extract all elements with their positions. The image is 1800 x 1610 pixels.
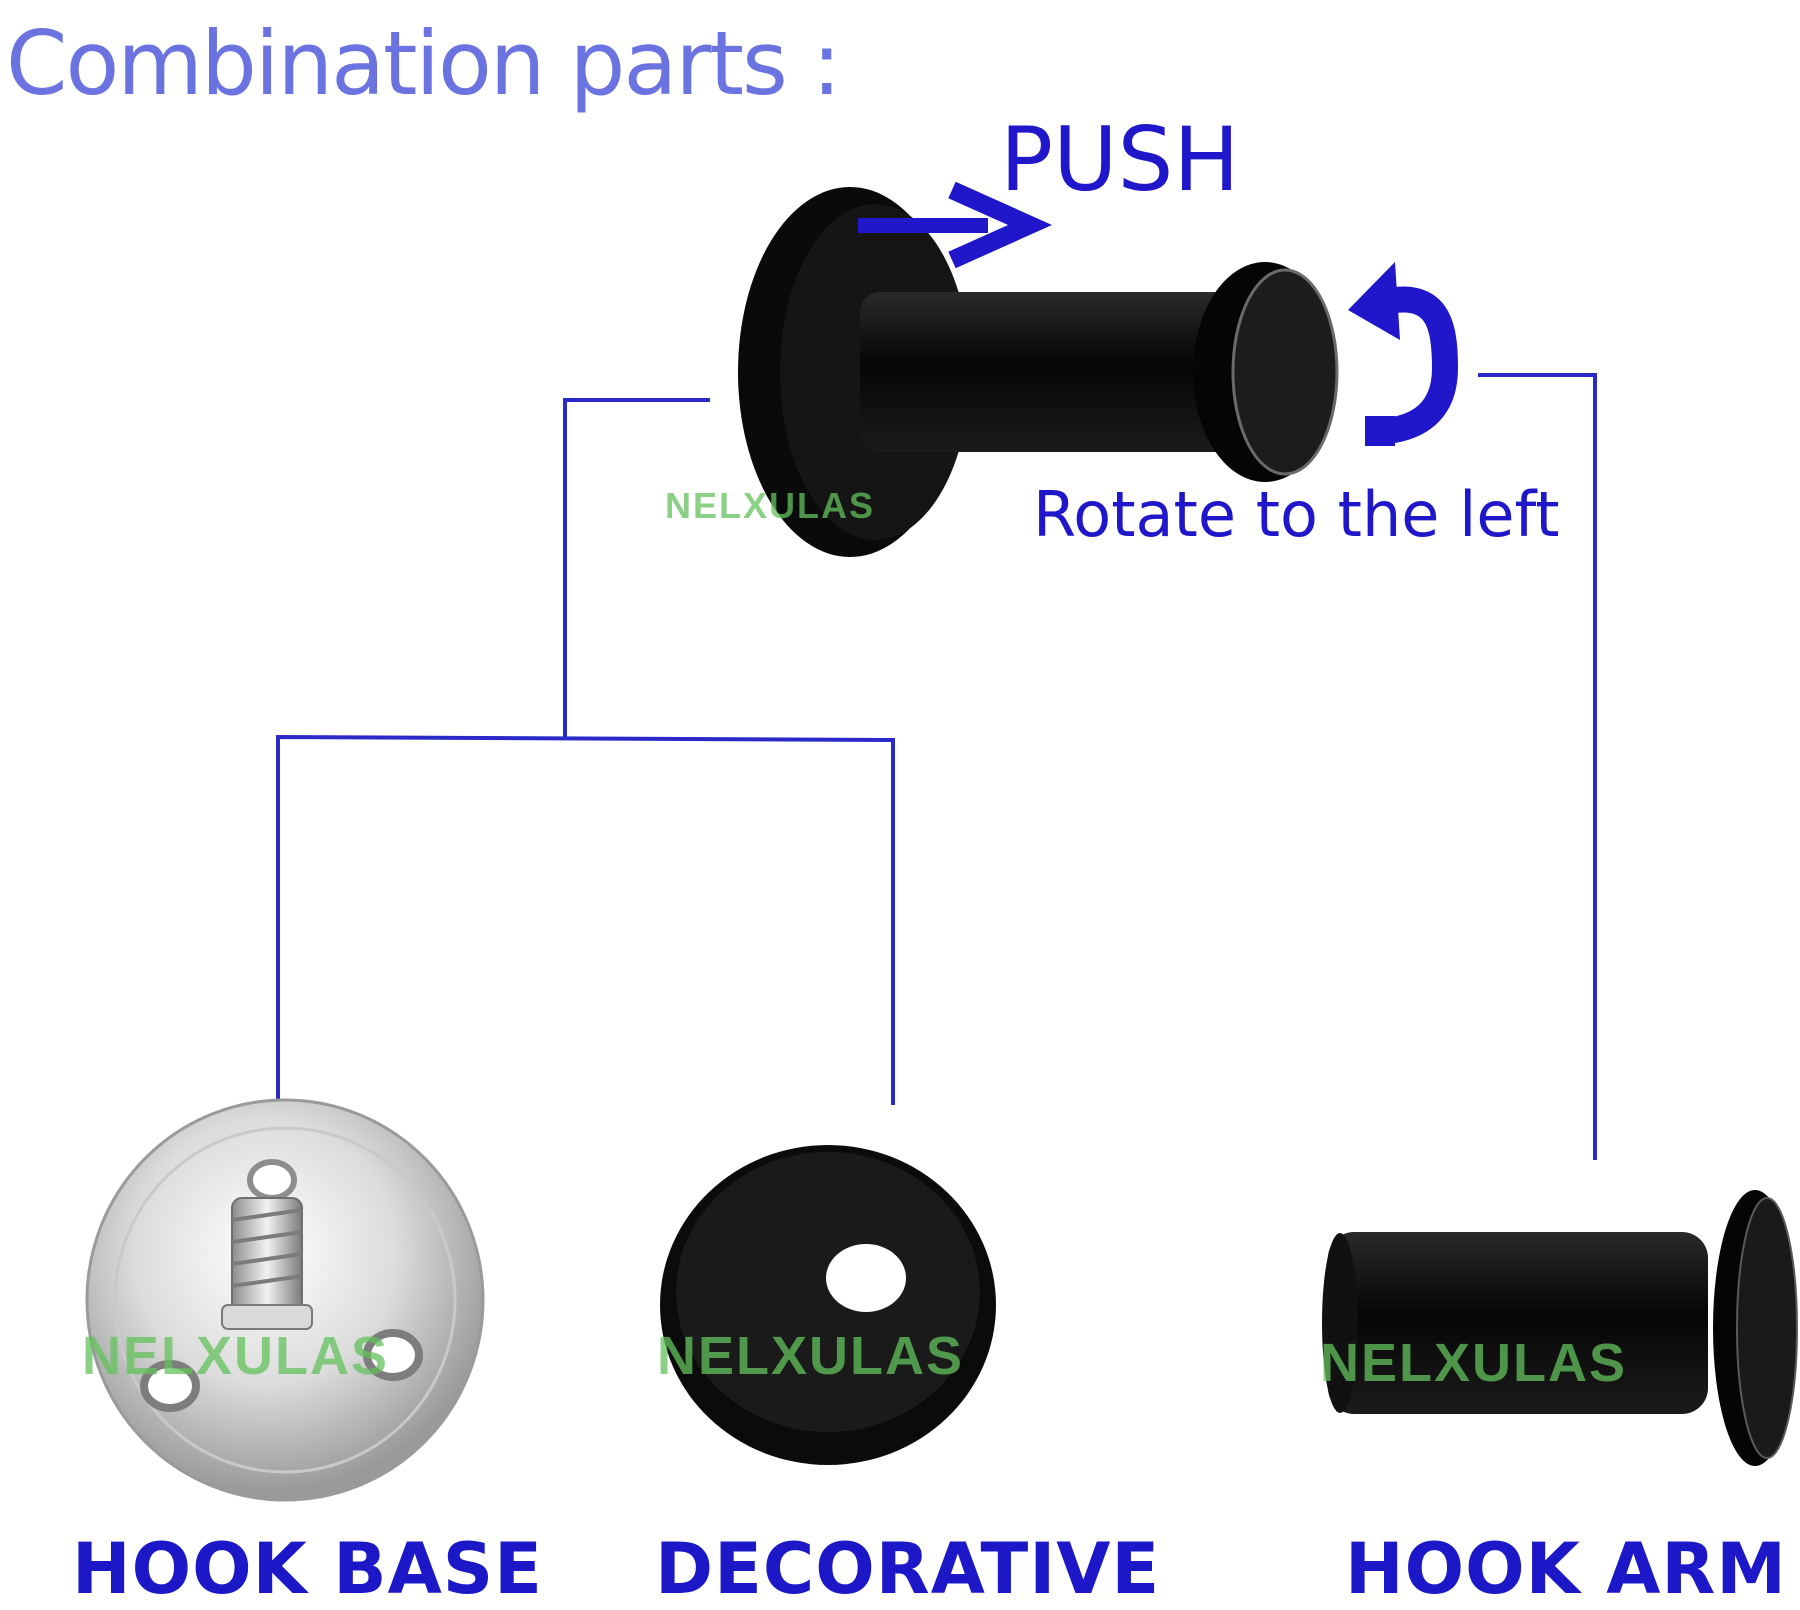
- connector-assembled-to-split: [563, 398, 710, 737]
- decorative-label: DECORATIVE: [655, 1528, 1161, 1610]
- push-label: PUSH: [1000, 108, 1240, 211]
- diagram-title: Combination parts :: [6, 12, 841, 115]
- hook-arm-image: [1322, 1190, 1798, 1466]
- hook-base-hole-top: [247, 1159, 297, 1201]
- rotate-left-arrow-icon: [1348, 262, 1459, 446]
- hook-base-hole-left: [140, 1360, 200, 1412]
- decorative-ring-image: [660, 1145, 996, 1465]
- rotate-label: Rotate to the left: [1033, 478, 1560, 551]
- push-arrow-icon: [858, 181, 1052, 269]
- hook-arm-label: HOOK ARM: [1345, 1528, 1787, 1610]
- hook-base-hole-right: [363, 1329, 423, 1381]
- watermark-hook-arm: NELXULAS: [1320, 1333, 1628, 1393]
- watermark-assembled: NELXULAS: [665, 485, 876, 526]
- connector-lines: [276, 373, 1597, 1160]
- watermark-decorative: NELXULAS: [657, 1326, 965, 1386]
- decorative-center-hole: [826, 1244, 906, 1312]
- connector-to-hook-arm: [1478, 373, 1597, 1160]
- watermark-hook-base: NELXULAS: [82, 1326, 390, 1386]
- connector-to-hook-base: [276, 734, 895, 1120]
- hook-base-label: HOOK BASE: [72, 1528, 543, 1610]
- assembled-hook-image: [738, 187, 1339, 557]
- hook-base-image: [85, 1098, 485, 1502]
- assembled-hook-shaft: [860, 292, 1250, 452]
